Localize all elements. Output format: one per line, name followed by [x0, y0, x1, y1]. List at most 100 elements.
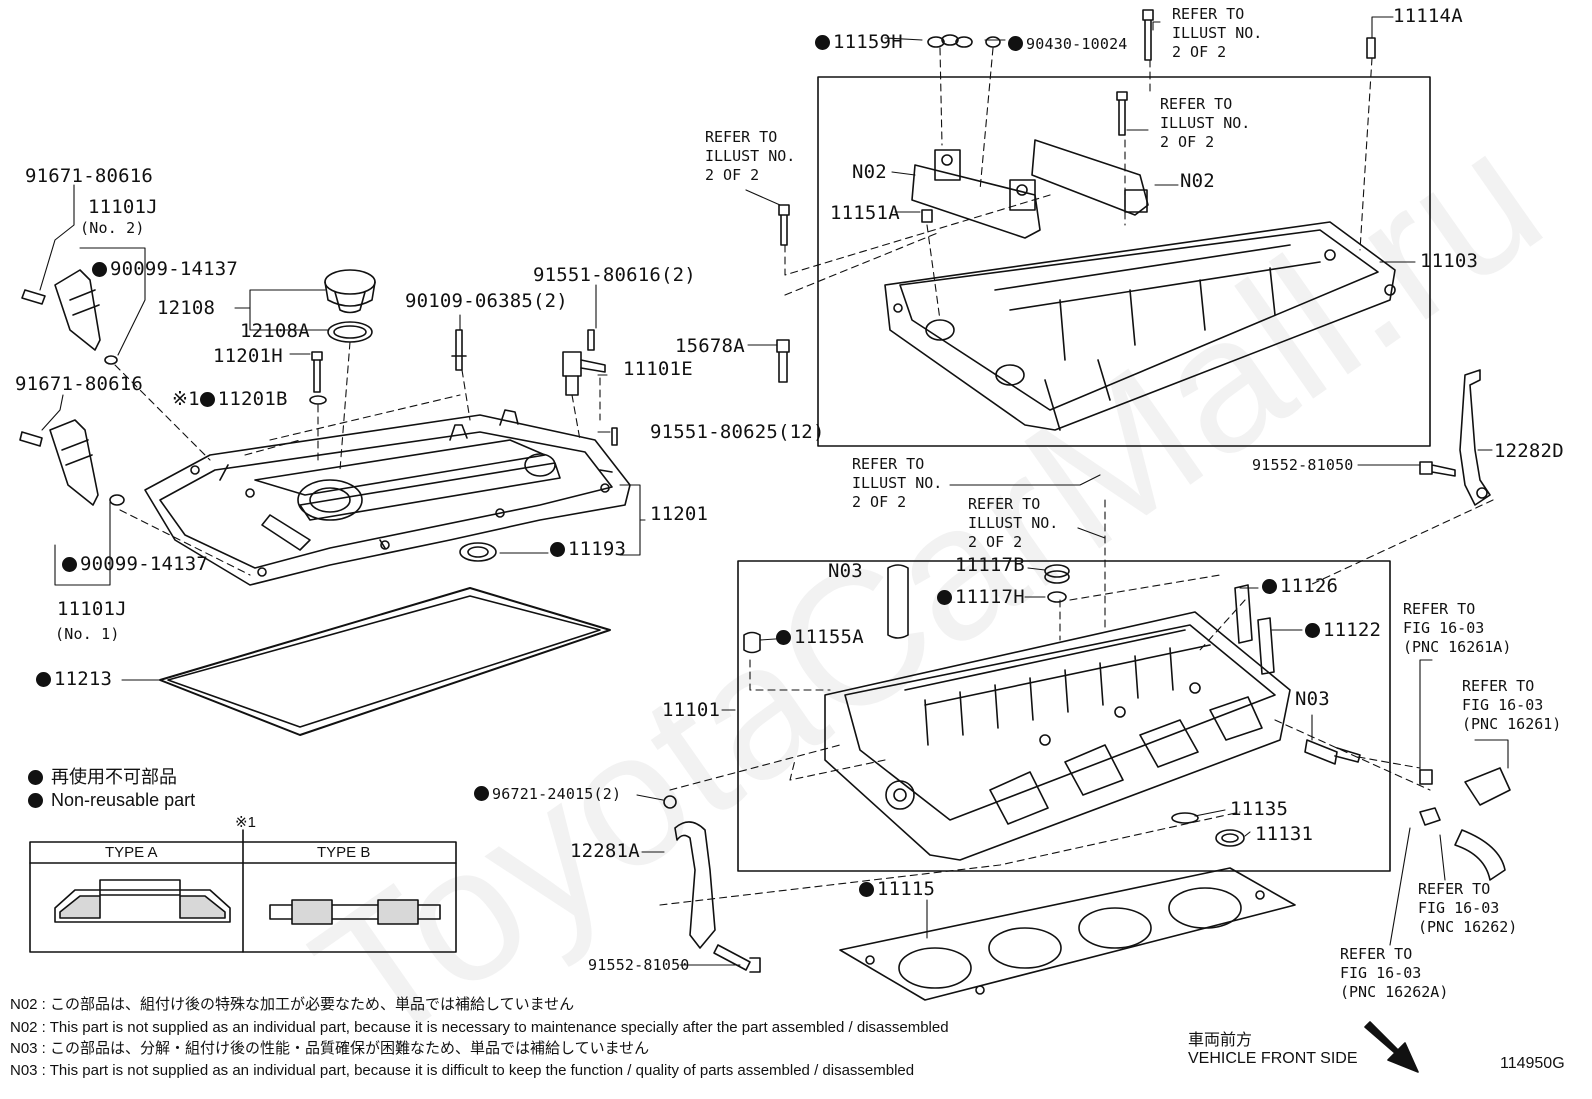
non-reusable-dot-icon: [815, 35, 830, 50]
non-reusable-dot-icon: [28, 770, 43, 785]
part-label: 91552-81050: [1252, 456, 1354, 474]
part-label: 11193: [550, 540, 626, 559]
part-label: 11115: [859, 880, 935, 899]
refer-note: REFER TO ILLUST NO. 2 OF 2: [968, 495, 1059, 551]
part-label: 12282D: [1494, 440, 1564, 462]
note-n03-en: N03 : This part is not supplied as an in…: [10, 1062, 915, 1079]
non-reusable-dot-icon: [28, 793, 43, 808]
cylinder-head-gasket: [839, 867, 1296, 1001]
part-label: 90430-10024: [1008, 36, 1128, 52]
camshaft-bearing-cap-left: [911, 149, 1041, 239]
part-label: 11103: [1420, 250, 1479, 272]
part-label: 91551-80625(12): [650, 421, 825, 443]
part-label: 90099-14137: [92, 260, 238, 279]
engine-hanger-front: [674, 821, 716, 949]
non-reusable-dot-icon: [937, 590, 952, 605]
non-reusable-dot-icon: [474, 786, 489, 801]
part-label: 11117H: [937, 588, 1025, 607]
camshaft-housing: [884, 221, 1396, 431]
type-b-caption: TYPE B: [317, 844, 371, 861]
vehicle-front-jp: 車両前方: [1188, 1032, 1253, 1049]
part-label: 11117B: [955, 554, 1025, 576]
cylinder-head-group-box: [737, 560, 1391, 872]
refer-note: REFER TO ILLUST NO. 2 OF 2: [705, 128, 796, 184]
part-label: N02: [852, 161, 887, 183]
part-label: 12281A: [570, 840, 640, 862]
part-label-note: (No. 1): [55, 625, 120, 643]
part-label: 11201H: [213, 345, 283, 367]
cap-clip: [927, 34, 973, 48]
type-table-mark: ※1: [235, 814, 256, 831]
non-reusable-dot-icon: [1262, 579, 1277, 594]
refer-note: REFER TO FIG 16-03 (PNC 16262A): [1340, 945, 1449, 1001]
part-label: 12108: [157, 297, 216, 319]
legend-jp: 再使用不可部品: [28, 763, 177, 789]
part-label: 90099-14137: [62, 555, 208, 574]
seal-type-table: [29, 829, 457, 953]
part-label: 11126: [1262, 577, 1338, 596]
part-label: 91552-81050: [588, 956, 690, 974]
head-cover-gasket: [159, 587, 611, 736]
non-reusable-dot-icon: [550, 542, 565, 557]
oil-control-valve-no2: [21, 269, 118, 365]
part-label: N02: [1180, 170, 1215, 192]
non-reusable-dot-icon: [776, 630, 791, 645]
refer-note: REFER TO ILLUST NO. 2 OF 2: [852, 455, 943, 511]
part-label: 11201: [650, 503, 709, 525]
dowel-pin-N03: [887, 564, 909, 639]
part-label: 12108A: [240, 320, 310, 342]
vehicle-front-en: VEHICLE FRONT SIDE: [1188, 1050, 1358, 1067]
dowel-11114A: [1366, 37, 1376, 59]
oil-filler-cap: [324, 269, 376, 314]
camshaft-housing-group-box: [817, 76, 1431, 447]
note-n02-jp: N02 : この部品は、組付け後の特殊な加工が必要なため、単品では補給していませ…: [10, 996, 575, 1013]
type-a-caption: TYPE A: [105, 844, 158, 861]
engine-hanger-rear: [1459, 369, 1491, 506]
non-reusable-dot-icon: [36, 672, 51, 687]
legend-en: Non-reusable part: [28, 790, 195, 811]
part-label: 91671-80616: [25, 165, 154, 187]
cylinder-head: [824, 611, 1291, 861]
cylinder-head-cover: [144, 409, 631, 586]
refer-note: REFER TO FIG 16-03 (PNC 16261): [1462, 677, 1562, 733]
figure-code: 114950G: [1500, 1055, 1565, 1072]
part-label: 11101J: [57, 598, 127, 620]
note-n02-en: N02 : This part is not supplied as an in…: [10, 1019, 949, 1036]
refer-note: REFER TO ILLUST NO. 2 OF 2: [1160, 95, 1251, 151]
cam-position-sensor: [562, 351, 606, 396]
non-reusable-dot-icon: [92, 262, 107, 277]
part-label: 96721-24015(2): [474, 786, 621, 802]
part-label: 91551-80616(2): [533, 264, 696, 286]
part-label: 11151A: [830, 202, 900, 224]
stud-15678A: [776, 339, 790, 383]
note-n03-jp: N03 : この部品は、分解・組付け後の性能・品質確保が困難なため、単品では補給…: [10, 1040, 650, 1057]
part-label: 11122: [1305, 621, 1381, 640]
cover-bolt: [311, 351, 323, 393]
oil-seal: [459, 542, 497, 562]
part-label: 90109-06385(2): [405, 290, 568, 312]
camshaft-bearing-cap-right: [1031, 139, 1149, 216]
non-reusable-dot-icon: [859, 882, 874, 897]
non-reusable-dot-icon: [1305, 623, 1320, 638]
part-label: 11135: [1230, 798, 1289, 820]
refer-note: REFER TO FIG 16-03 (PNC 16262): [1418, 880, 1518, 936]
part-label: 11159H: [815, 33, 903, 52]
part-label: N03: [1295, 688, 1330, 710]
non-reusable-dot-icon: [199, 392, 215, 407]
part-label: 11155A: [776, 628, 864, 647]
part-label: 91671-80616: [15, 373, 144, 395]
plug-11151A: [921, 209, 933, 223]
part-label: N03: [828, 560, 863, 582]
part-label: 11114A: [1393, 5, 1463, 27]
part-label: 11101J: [88, 196, 158, 218]
part-label: 15678A: [675, 335, 745, 357]
non-reusable-dot-icon: [62, 557, 77, 572]
oil-control-valve-no1: [19, 419, 125, 506]
refer-note: REFER TO FIG 16-03 (PNC 16261A): [1403, 600, 1512, 656]
part-label: 11101E: [623, 358, 693, 380]
part-label: 11131: [1255, 823, 1314, 845]
non-reusable-dot-icon: [1008, 36, 1023, 51]
